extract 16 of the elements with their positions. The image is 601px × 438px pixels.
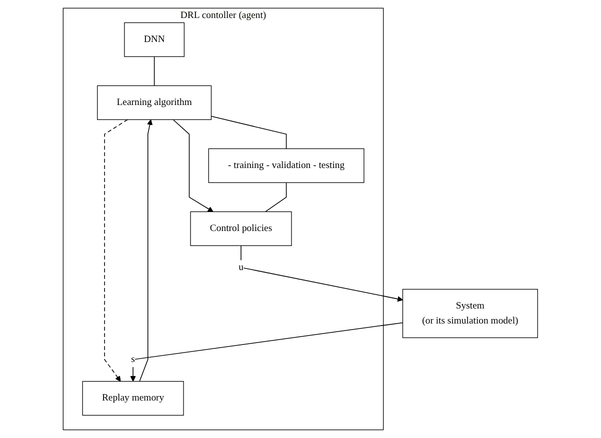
node-box: System (or its simulation model) <box>402 288 538 338</box>
arrow <box>240 245 404 302</box>
connector <box>210 116 287 150</box>
connector <box>265 182 287 212</box>
arrow <box>130 322 404 382</box>
arrow <box>104 119 128 382</box>
edge-label: s <box>131 354 136 365</box>
node-box: Replay memory <box>82 381 184 416</box>
node-box: Control policies <box>190 211 292 246</box>
connector <box>154 56 155 86</box>
node-box: DNN <box>124 22 185 57</box>
arrow <box>172 119 214 212</box>
node-box: Learning algorithm <box>97 85 212 120</box>
node-box: - training - validation - testing <box>208 148 364 183</box>
edge-label: u <box>238 262 244 272</box>
arrow <box>139 119 153 382</box>
